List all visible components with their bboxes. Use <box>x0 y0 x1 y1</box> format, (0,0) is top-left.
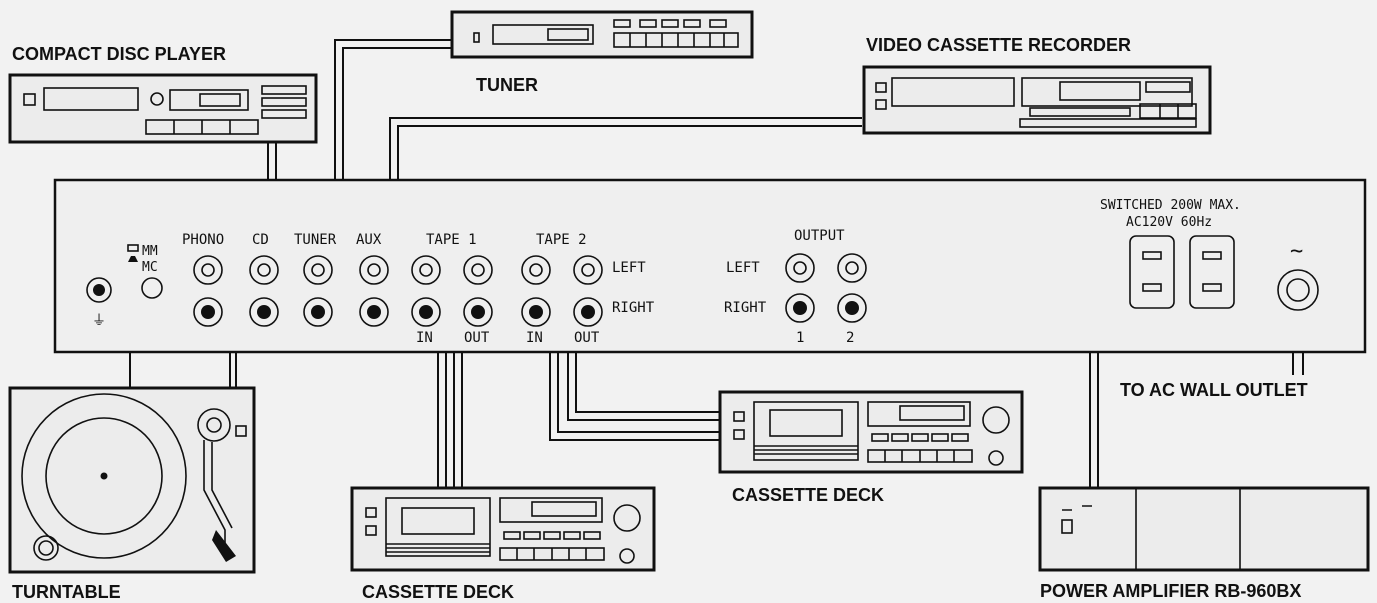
output-left-label: LEFT <box>726 260 760 276</box>
cd-player-label: COMPACT DISC PLAYER <box>12 44 226 64</box>
tuner-device-label: TUNER <box>476 75 538 95</box>
wall-outlet-label: TO AC WALL OUTLET <box>1120 380 1308 400</box>
video-cassette-recorder <box>862 65 1212 135</box>
power-amplifier-label: POWER AMPLIFIER RB-960BX <box>1040 581 1301 601</box>
output1-left-jack <box>785 253 815 283</box>
output-1-label: 1 <box>796 330 804 346</box>
tape1-label: TAPE 1 <box>426 232 477 248</box>
cd-right-jack <box>249 297 279 327</box>
right-label: RIGHT <box>612 300 655 316</box>
mc-label: MC <box>142 260 158 275</box>
vcr-label: VIDEO CASSETTE RECORDER <box>866 35 1131 55</box>
cable-tape2 <box>539 269 720 441</box>
cassette-deck-right <box>718 390 1024 474</box>
cd-left-jack <box>249 255 279 285</box>
left-label: LEFT <box>612 260 646 276</box>
tuner <box>450 10 754 59</box>
cassette-deck-bottom-label: CASSETTE DECK <box>362 582 514 602</box>
rca-jacks <box>193 253 867 327</box>
tape1-out-left-jack <box>463 255 493 285</box>
cassette-deck-bottom <box>350 486 656 572</box>
ground-symbol: ⏚ <box>92 313 106 329</box>
output2-right-jack <box>837 293 867 323</box>
aux-label: AUX <box>356 232 382 248</box>
output-right-label: RIGHT <box>724 300 767 316</box>
mm-label: MM <box>142 244 158 259</box>
output-2-label: 2 <box>846 330 854 346</box>
tape2-out-right-jack <box>573 297 603 327</box>
tape2-out-left-jack <box>573 255 603 285</box>
aux-left-jack <box>359 255 389 285</box>
output1-right-jack <box>785 293 815 323</box>
power-amplifier <box>1038 486 1370 572</box>
phono-right-jack <box>193 297 223 327</box>
tape2-in-right-jack <box>521 297 551 327</box>
tuner-right-jack <box>303 297 333 327</box>
ac-symbol-label: ~ <box>1290 239 1303 264</box>
turntable-label: TURNTABLE <box>12 582 121 602</box>
tape1-in-label: IN <box>416 330 433 346</box>
output2-left-jack <box>837 253 867 283</box>
cd-player <box>8 73 318 144</box>
tape1-out-label: OUT <box>464 330 490 346</box>
panel-labels: MM MC PHONO CD TUNER AUX TAPE 1 TAPE 2 L… <box>142 198 1303 346</box>
aux-right-jack <box>359 297 389 327</box>
cassette-deck-right-label: CASSETTE DECK <box>732 485 884 505</box>
tuner-left-jack <box>303 255 333 285</box>
switched-label: SWITCHED 200W MAX. <box>1100 198 1241 213</box>
tape2-out-label: OUT <box>574 330 600 346</box>
tape1-in-right-jack <box>411 297 441 327</box>
ac-outlets <box>1129 235 1319 311</box>
tape2-label: TAPE 2 <box>536 232 587 248</box>
cd-label: CD <box>252 232 269 248</box>
tape1-out-right-jack <box>463 297 493 327</box>
phono-left-jack <box>193 255 223 285</box>
tuner-label: TUNER <box>294 232 337 248</box>
ac-cord-inlet <box>1277 269 1319 311</box>
output-label: OUTPUT <box>794 228 845 244</box>
tape1-in-left-jack <box>411 255 441 285</box>
turntable <box>8 386 256 574</box>
ac-outlet-1 <box>1129 235 1175 309</box>
phono-label: PHONO <box>182 232 224 248</box>
ac-outlet-2 <box>1189 235 1235 309</box>
tape2-in-left-jack <box>521 255 551 285</box>
tape2-in-label: IN <box>526 330 543 346</box>
ac-spec-label: AC120V 60Hz <box>1126 215 1212 230</box>
